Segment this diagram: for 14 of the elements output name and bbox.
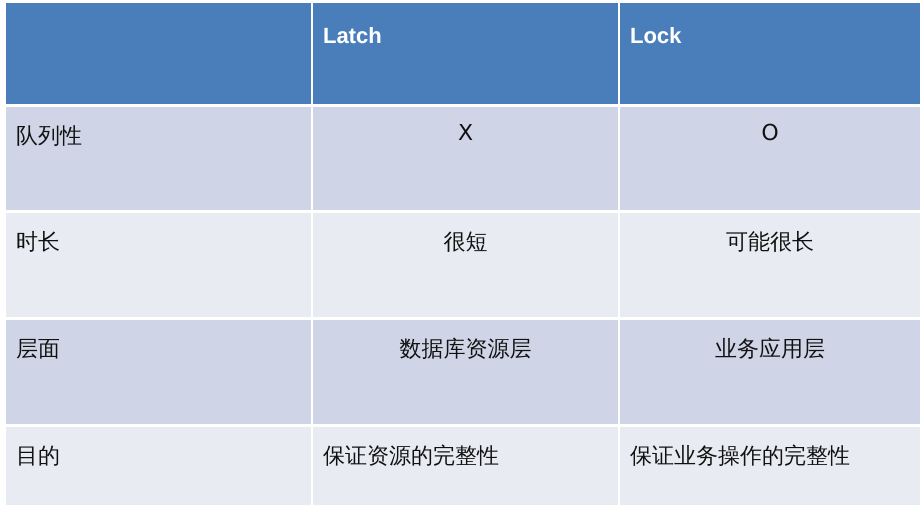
table-cell: 数据库资源层 <box>313 320 618 424</box>
table-cell: O <box>620 107 920 210</box>
row-header: 层面 <box>6 320 311 424</box>
row-header: 目的 <box>6 427 311 505</box>
row-header: 队列性 <box>6 107 311 210</box>
table-cell: 业务应用层 <box>620 320 920 424</box>
column-header: Lock <box>620 3 920 104</box>
table-cell: 保证资源的完整性 <box>313 427 618 505</box>
table-cell: 很短 <box>313 213 618 317</box>
row-header: 时长 <box>6 213 311 317</box>
table-cell: 保证业务操作的完整性 <box>620 427 920 505</box>
column-header: Latch <box>313 3 618 104</box>
table-cell: X <box>313 107 618 210</box>
table-cell: 可能很长 <box>620 213 920 317</box>
